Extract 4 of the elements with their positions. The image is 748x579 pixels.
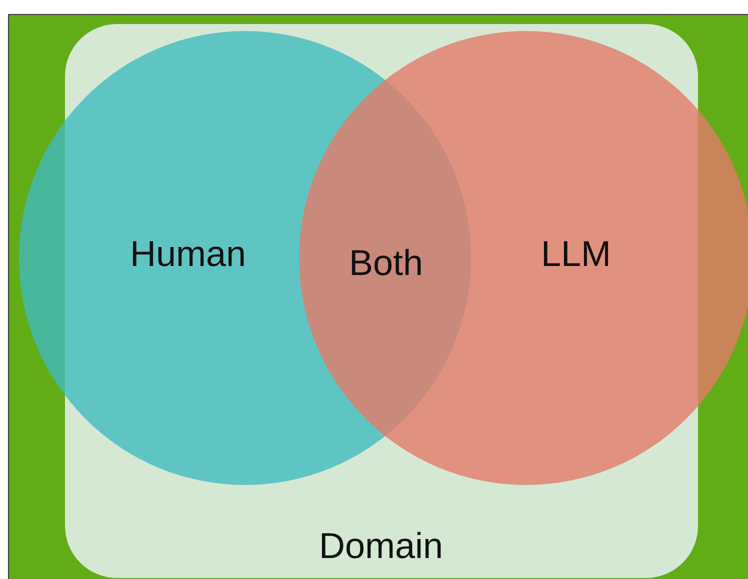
region-label: LLM	[540, 236, 612, 272]
overlap-label: Both	[348, 245, 424, 281]
region-label: Human	[130, 236, 246, 272]
region-label: Domain	[318, 528, 444, 564]
